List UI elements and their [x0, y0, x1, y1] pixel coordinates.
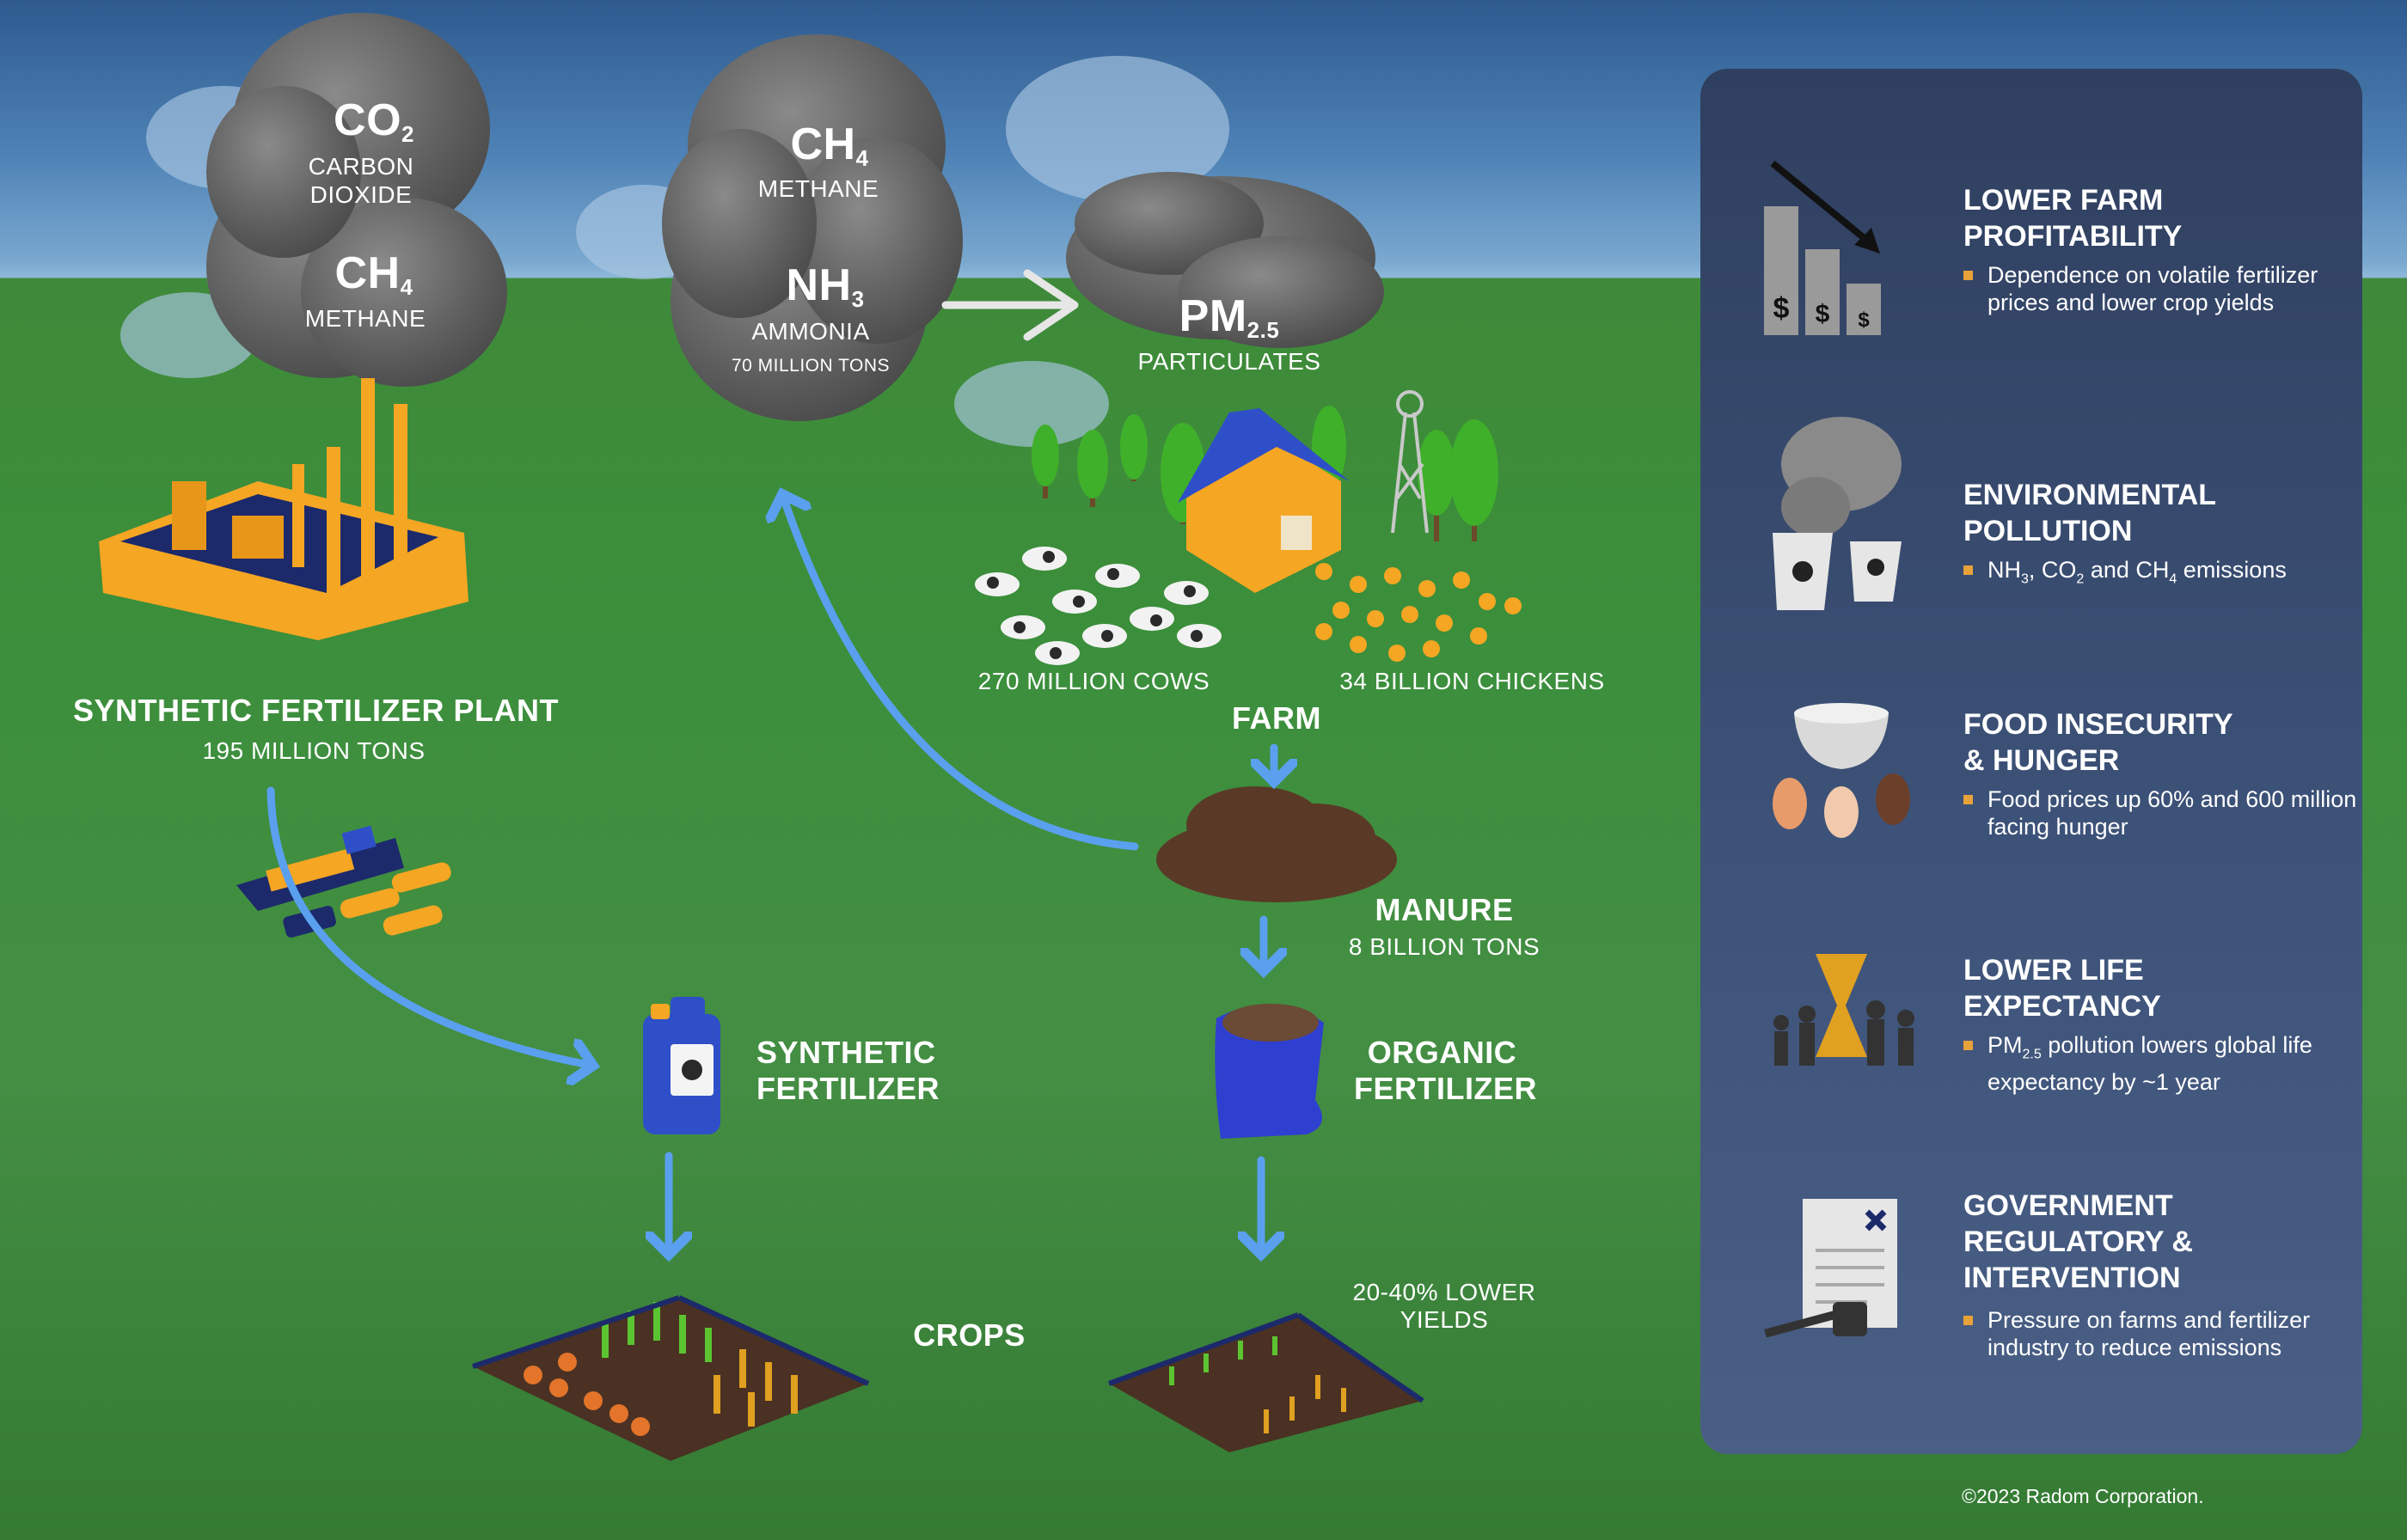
cow-herd: [975, 547, 1222, 665]
manure-title: MANURE: [1375, 892, 1514, 927]
impact-title-regulatory: GOVERNMENT REGULATORY & INTERVENTION: [1963, 1189, 2193, 1294]
cloud-transfer-arrow: [941, 269, 1079, 341]
barn: [1178, 408, 1350, 593]
manure-pile: [1156, 786, 1397, 902]
ammonia-amount: 70 MILLION TONS: [731, 356, 891, 376]
manure-amount: 8 BILLION TONS: [1348, 933, 1540, 960]
organic-fertilizer-line2: FERTILIZER: [1354, 1071, 1537, 1106]
lower-yields-line1: 20-40% LOWER: [1352, 1279, 1536, 1305]
declining-profit-chart-icon: $ $ $: [1764, 160, 1881, 335]
co2-name-line2: DIOXIDE: [309, 181, 413, 208]
shipping-transport: [236, 825, 451, 938]
nh3-formula: NH3: [786, 260, 865, 312]
synthetic-fertilizer-line1: SYNTHETIC: [756, 1035, 936, 1070]
co2-formula: CO2: [334, 95, 414, 147]
svg-text:$: $: [1773, 292, 1790, 325]
organic-fertilizer-line1: ORGANIC: [1367, 1035, 1517, 1070]
impact-title-pollution: ENVIRONMENTAL POLLUTION: [1963, 479, 2217, 547]
document-gavel-icon: [1764, 1199, 1897, 1338]
particulate-smoke-cloud: [1066, 172, 1384, 348]
arrow-manure-to-emissions: [782, 494, 1139, 851]
plant-ch4-formula: CH4: [334, 248, 413, 300]
chickens-count: 34 BILLION CHICKENS: [1339, 668, 1605, 694]
cows-count: 270 MILLION COWS: [977, 668, 1210, 694]
smokestack-pollution-icon: [1773, 417, 1902, 610]
chicken-flock: [1315, 563, 1522, 662]
crop-field-synthetic: [472, 1295, 870, 1461]
plant-methane-label: METHANE: [304, 305, 426, 332]
impact-desc-life: PM2.5 pollution lowers global life expec…: [1963, 1031, 2366, 1096]
crop-field-organic: [1107, 1312, 1424, 1452]
svg-text:$: $: [1858, 309, 1870, 332]
farm-methane-label: METHANE: [757, 175, 879, 202]
pm25-formula: PM2.5: [1179, 291, 1280, 343]
impact-title-food: FOOD INSECURITY & HUNGER: [1963, 708, 2233, 777]
hourglass-people-icon: [1773, 954, 1914, 1066]
windmill: [1391, 390, 1429, 534]
lower-yields-line2: YIELDS: [1399, 1306, 1489, 1333]
impact-desc-food: Food prices up 60% and 600 million facin…: [1963, 785, 2366, 840]
farm-smoke-cloud: [662, 34, 963, 421]
farm-title: FARM: [1232, 700, 1321, 736]
synthetic-fertilizer-jug: [643, 997, 720, 1134]
fertilizer-plant-illustration: [99, 378, 469, 640]
synthetic-fertilizer-line2: FERTILIZER: [756, 1071, 940, 1106]
impacts-panel: $ $ $ LOWER FARM PROFITABILITY Dependenc…: [1700, 69, 2362, 1454]
plant-smoke-cloud: [206, 13, 507, 387]
plant-title: SYNTHETIC FERTILIZER PLANT: [73, 693, 559, 728]
farm-ch4-formula: CH4: [790, 119, 869, 171]
impact-title-life: LOWER LIFE EXPECTANCY: [1963, 954, 2161, 1023]
organic-fertilizer-sack: [1215, 1004, 1324, 1139]
svg-text:$: $: [1816, 300, 1830, 328]
impact-desc-regulatory: Pressure on farms and fertilizer industr…: [1963, 1306, 2366, 1361]
sky-clouds: [120, 56, 1229, 447]
copyright: ©2023 Radom Corporation.: [1962, 1485, 2204, 1507]
flow-arrows: [266, 494, 1274, 1255]
crops-title: CROPS: [913, 1317, 1026, 1353]
empty-bowl-hands-icon: [1773, 703, 1910, 838]
impact-desc-profitability: Dependence on volatile fertilizer prices…: [1963, 261, 2366, 316]
impact-title-profitability: LOWER FARM PROFITABILITY: [1963, 184, 2183, 253]
plant-amount: 195 MILLION TONS: [202, 737, 426, 764]
impact-desc-pollution: NH3, CO2 and CH4 emissions: [1963, 556, 2366, 593]
arrow-plant-to-synthetic: [266, 786, 593, 1066]
ammonia-label: AMMONIA: [751, 318, 870, 345]
co2-name-line1: CARBON: [308, 153, 414, 180]
particulates-label: PARTICULATES: [1137, 348, 1321, 375]
